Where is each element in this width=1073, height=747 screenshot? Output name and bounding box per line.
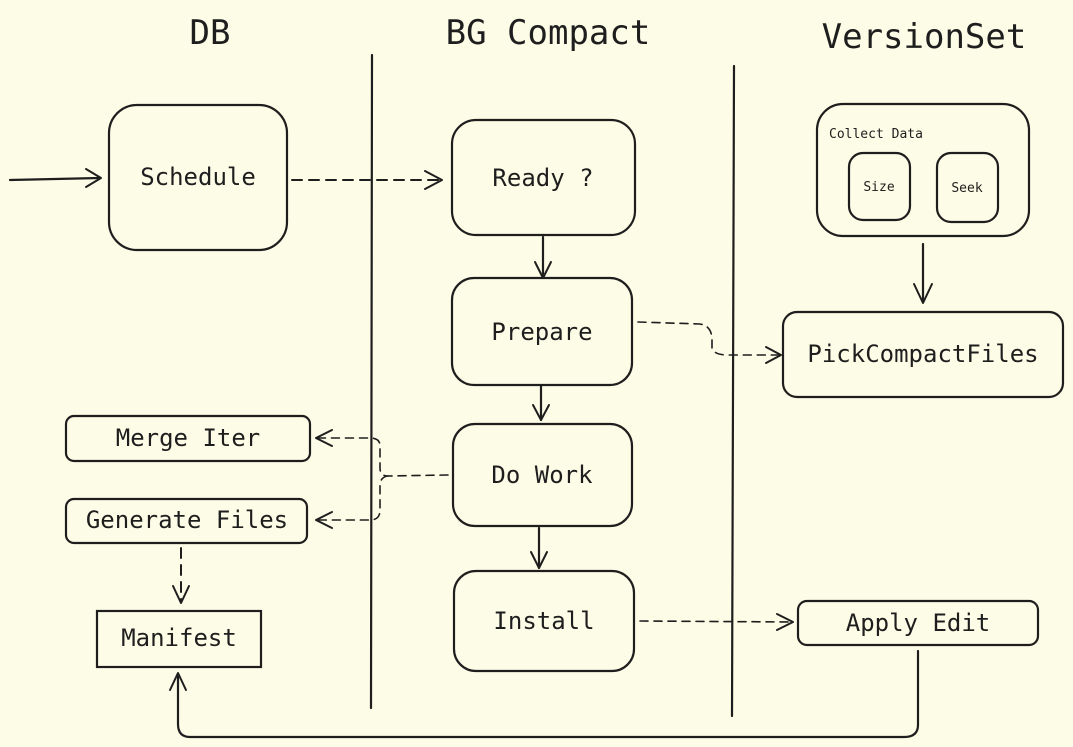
generate-files-label: Generate Files [86,506,288,534]
dowork-to-install-arrow [530,526,548,570]
schedule-to-ready-arrow [291,170,443,190]
prepare-to-dowork-arrow [532,384,550,422]
pick-compact-files-label: PickCompactFiles [807,340,1038,368]
dowork-to-db-arrows [315,429,449,529]
schedule-label: Schedule [140,163,256,191]
do-work-node[interactable]: Do Work [451,422,634,528]
merge-iter-node[interactable]: Merge Iter [64,414,312,463]
generate-files-node[interactable]: Generate Files [64,497,309,545]
size-node[interactable]: Size [847,151,912,222]
prepare-to-pickcompactfiles-arrow [637,321,782,364]
collect-data-label: Collect Data [829,127,923,142]
column-title-bg-compact: BG Compact [446,13,651,53]
install-to-applyedit-arrow [639,613,794,631]
apply-edit-label: Apply Edit [846,609,991,637]
manifest-node[interactable]: Manifest [95,609,263,669]
do-work-label: Do Work [491,461,593,489]
applyedit-to-manifest-arrow [169,649,920,739]
prepare-node[interactable]: Prepare [450,276,634,387]
lane-divider-left [369,53,374,710]
merge-iter-label: Merge Iter [116,424,261,452]
lane-divider-right [730,64,736,718]
collect-data-node[interactable]: Collect Data Size Seek [815,102,1031,238]
generatefiles-to-manifest-arrow [172,547,190,604]
schedule-node[interactable]: Schedule [107,103,289,252]
column-title-db: DB [190,13,231,53]
manifest-label: Manifest [121,624,237,652]
install-label: Install [493,607,594,635]
prepare-label: Prepare [491,318,592,346]
size-label: Size [863,180,894,195]
install-node[interactable]: Install [452,569,636,673]
ready-label: Ready ? [492,164,593,192]
column-title-versionset: VersionSet [822,17,1027,57]
collectdata-to-pickcompactfiles-arrow [913,242,933,304]
ready-to-prepare-arrow [534,235,552,279]
apply-edit-node[interactable]: Apply Edit [796,599,1040,647]
pick-compact-files-node[interactable]: PickCompactFiles [781,310,1065,399]
seek-label: Seek [951,181,982,196]
entry-arrow [8,168,102,188]
ready-node[interactable]: Ready ? [450,118,637,237]
seek-node[interactable]: Seek [935,151,1000,224]
